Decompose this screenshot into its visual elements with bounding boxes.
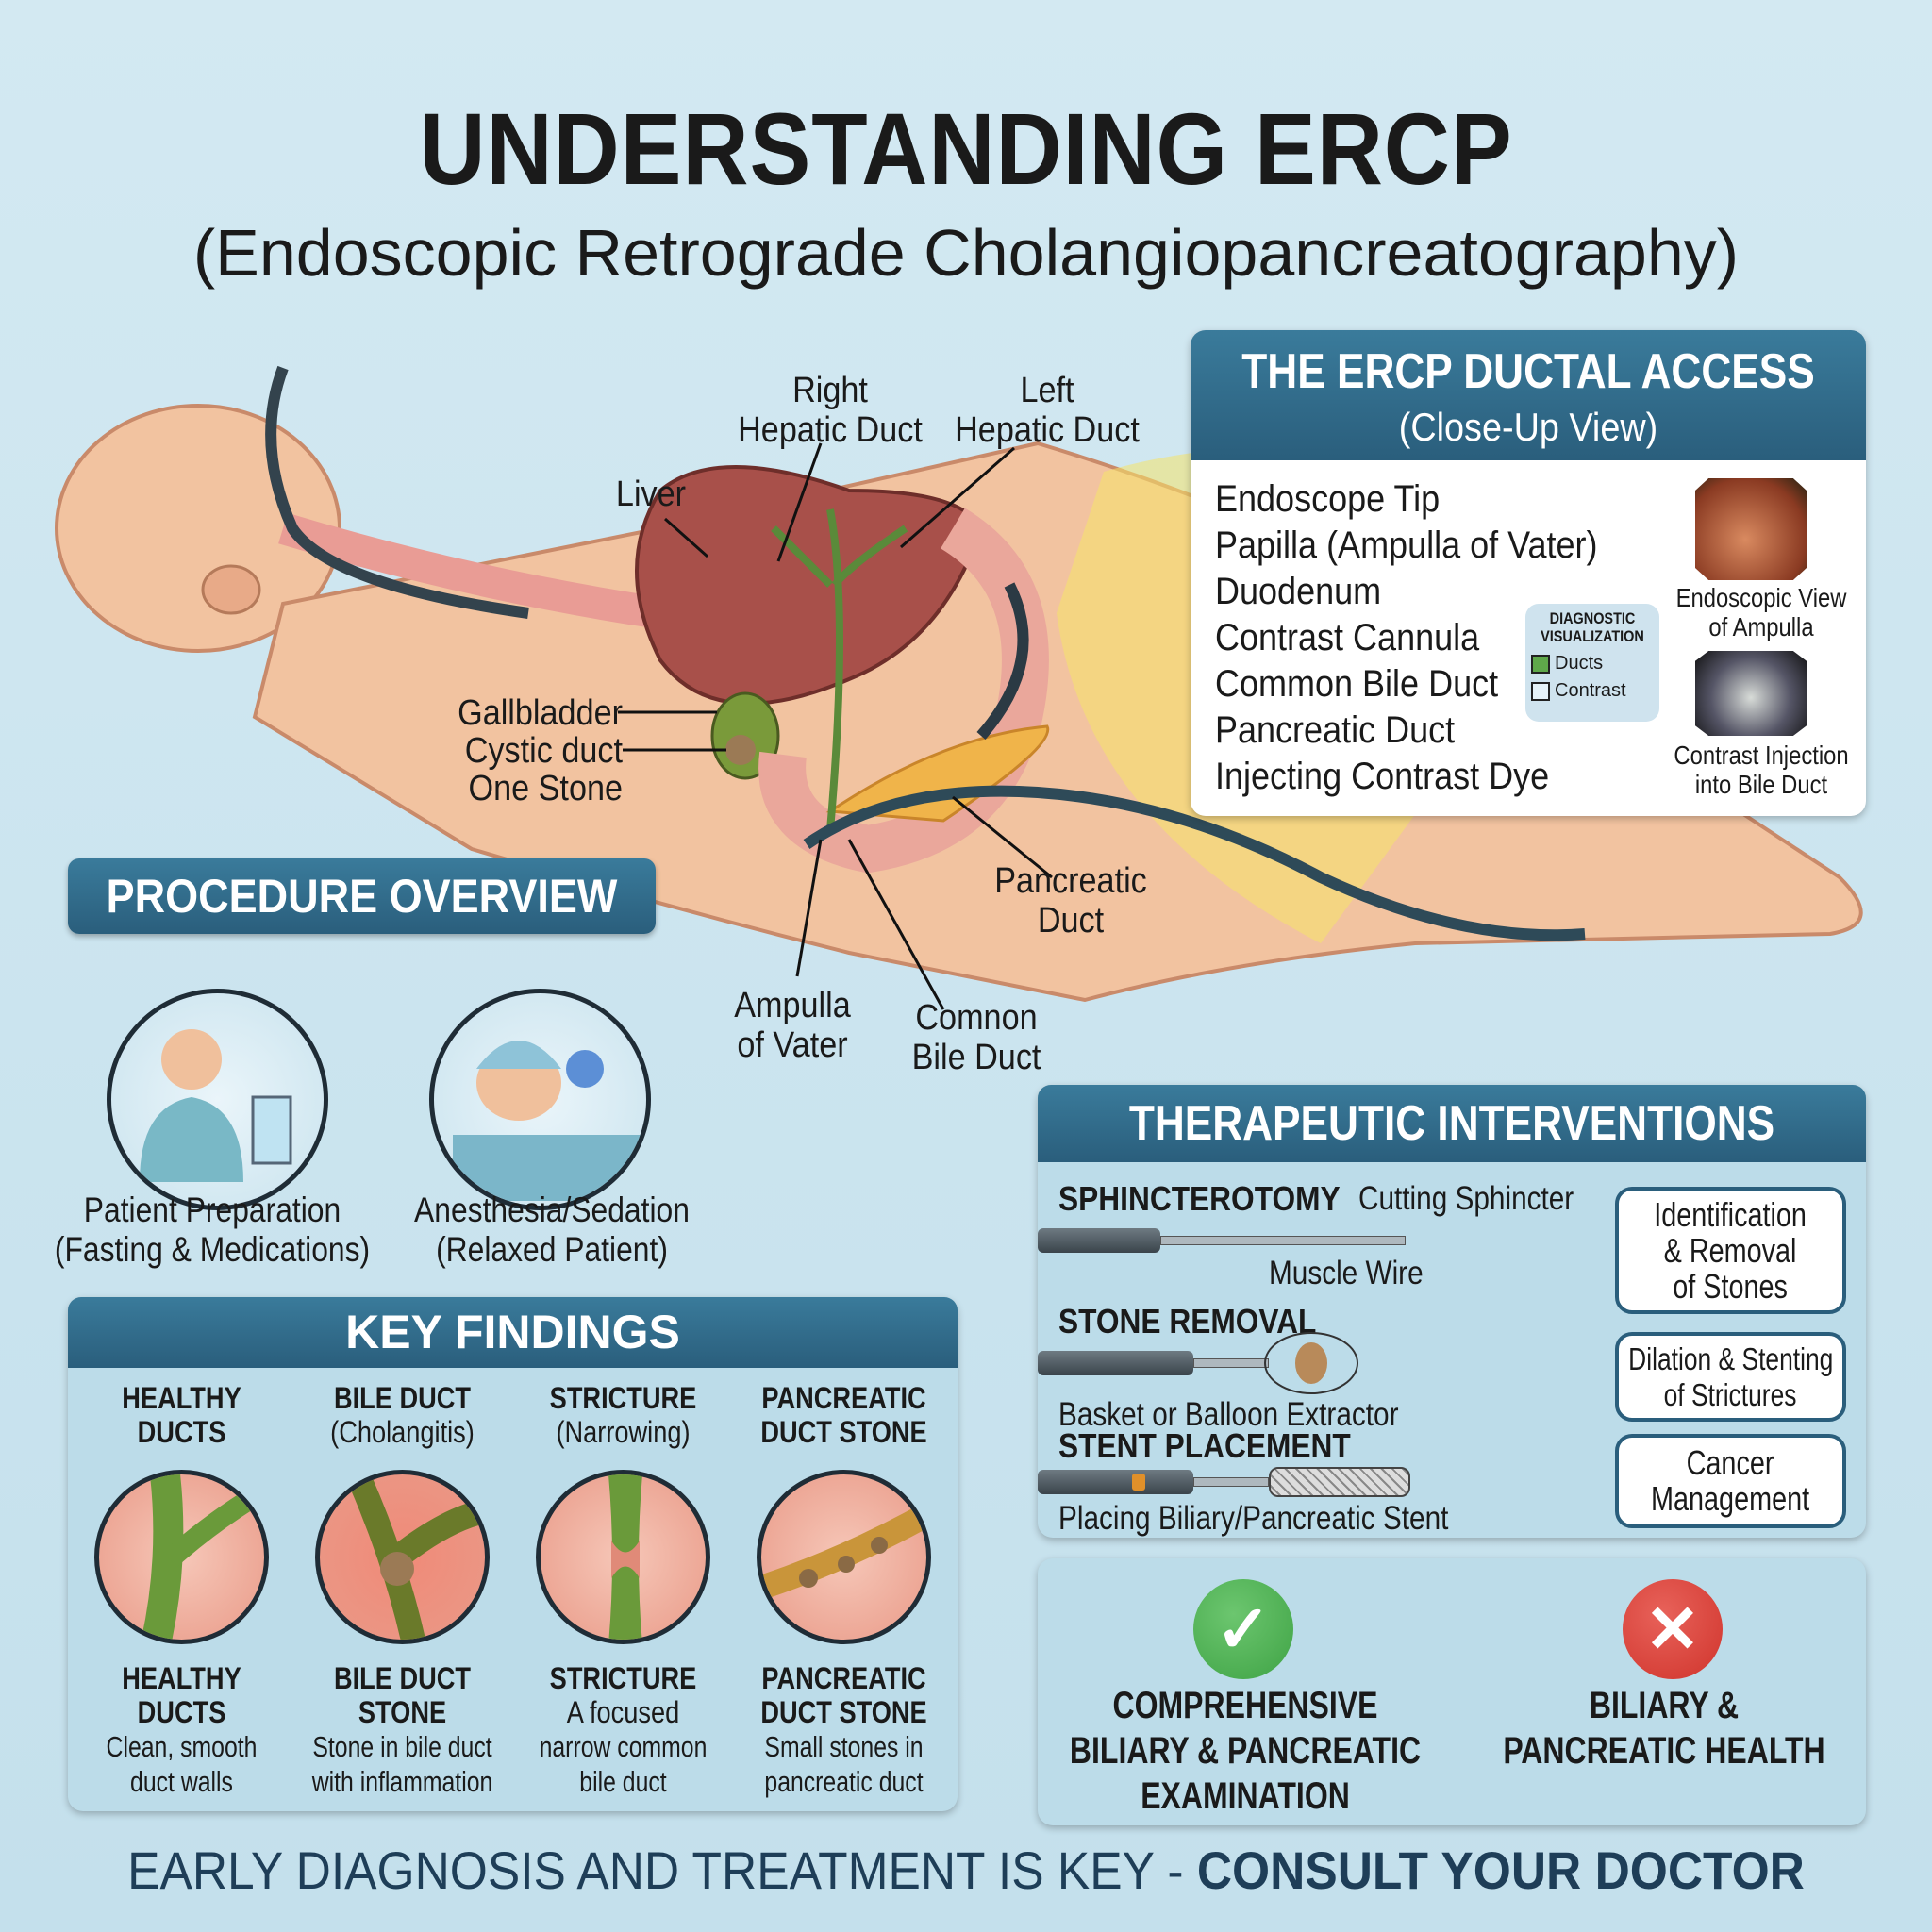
patient-preparation-icon xyxy=(107,989,328,1210)
basket-icon xyxy=(1264,1332,1358,1394)
list-item: Pancreatic Duct xyxy=(1215,709,1456,751)
page-title: UNDERSTANDING ERCP xyxy=(419,92,1513,206)
ductal-access-subtitle: (Close-Up View) xyxy=(1398,405,1658,449)
label-gallbladder: Gallbladder xyxy=(458,693,623,733)
endoscope-upper xyxy=(265,365,529,619)
list-item: Duodenum xyxy=(1215,571,1382,612)
bile-ducts xyxy=(771,508,908,831)
stent-icon xyxy=(1269,1467,1410,1497)
sphincterotomy-note: Cutting Sphincter xyxy=(1358,1180,1574,1217)
stent-placement-label: STENT PLACEMENT xyxy=(1058,1426,1351,1465)
list-item: Injecting Contrast Dye xyxy=(1215,756,1550,797)
list-item: Papilla (Ampulla of Vater) xyxy=(1215,525,1598,566)
stone-removal-note: Basket or Balloon Extractor xyxy=(1058,1396,1399,1433)
key-findings-header: KEY FINDINGS xyxy=(68,1297,958,1368)
page-subtitle: (Endoscopic Retrograde Cholangiopancreat… xyxy=(192,216,1740,290)
patient-preparation-label: Patient Preparation(Fasting & Medication… xyxy=(54,1191,371,1269)
ductal-access-header: THE ERCP DUCTAL ACCESS (Close-Up View) xyxy=(1191,330,1866,460)
contrast-injection-image xyxy=(1695,651,1807,736)
anesthesia-label: Anesthesia/Sedation(Relaxed Patient) xyxy=(414,1191,690,1269)
check-icon: ✓ xyxy=(1193,1579,1293,1679)
stricture-image xyxy=(535,1470,710,1644)
biliary-health-text: BILIARY &PANCREATIC HEALTH xyxy=(1503,1685,1825,1772)
ducts-swatch-icon xyxy=(1531,654,1550,674)
label-liver: Liver xyxy=(615,475,687,514)
healthy-ducts-image xyxy=(94,1470,270,1644)
muscle-wire-label: Muscle Wire xyxy=(1269,1255,1424,1291)
liver-shape xyxy=(635,465,984,706)
sphincterotomy-label: SPHINCTEROTOMY xyxy=(1058,1179,1341,1218)
stone-shape xyxy=(725,735,756,765)
footer-message: EARLY DIAGNOSIS AND TREATMENT IS KEY - C… xyxy=(127,1840,1805,1900)
stent-delivery-tool xyxy=(1038,1470,1193,1494)
pancreas-shape xyxy=(825,724,1050,823)
cross-icon: ✕ xyxy=(1623,1579,1723,1679)
stone-removal-label: STONE REMOVAL xyxy=(1058,1302,1317,1341)
consult-doctor-cta: CONSULT YOUR DOCTOR xyxy=(1196,1840,1805,1900)
stent-placement-note: Placing Biliary/Pancreatic Stent xyxy=(1058,1500,1449,1537)
bile-duct-stone-image xyxy=(315,1470,491,1644)
endoscope-tube xyxy=(803,785,1586,941)
anesthesia-sedation-icon xyxy=(429,989,651,1210)
list-item: Contrast Cannula xyxy=(1215,617,1480,658)
ductal-access-panel: THE ERCP DUCTAL ACCESS (Close-Up View) E… xyxy=(1191,330,1866,816)
pancreatic-stone-image xyxy=(756,1470,931,1644)
procedure-overview-header: PROCEDURE OVERVIEW xyxy=(68,858,656,934)
sphincterotome-tool xyxy=(1038,1228,1160,1253)
list-item: Common Bile Duct xyxy=(1215,663,1499,705)
therapeutic-panel: THERAPEUTIC INTERVENTIONS SPHINCTEROTOMY… xyxy=(1038,1085,1866,1538)
basket-extractor-tool xyxy=(1038,1351,1193,1375)
therapeutic-header: THERAPEUTIC INTERVENTIONS xyxy=(1038,1085,1866,1162)
label-cystic-duct: Cystic duct xyxy=(464,731,623,771)
ductal-access-title: THE ERCP DUCTAL ACCESS xyxy=(1241,344,1815,399)
list-item: Endoscope Tip xyxy=(1215,478,1441,520)
contrast-swatch-icon xyxy=(1531,681,1550,701)
endoscopic-view-image xyxy=(1695,478,1807,580)
label-one-stone: One Stone xyxy=(468,769,623,808)
ductal-access-list: Endoscope Tip Papilla (Ampulla of Vater)… xyxy=(1215,476,1641,800)
